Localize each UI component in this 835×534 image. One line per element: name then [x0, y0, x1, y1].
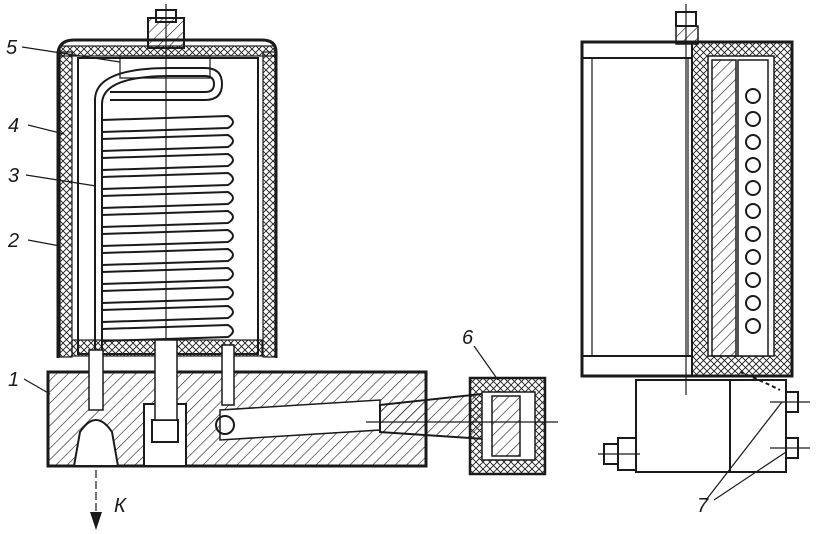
terminal-box-right	[729, 379, 787, 473]
right-side-view	[580, 4, 810, 501]
label-k: К	[114, 495, 127, 517]
coil-section	[745, 134, 761, 150]
label-1: 1	[8, 369, 19, 391]
label-3: 3	[8, 165, 19, 187]
insulation-right	[262, 51, 276, 358]
insulation-left	[59, 51, 73, 358]
coil-section	[745, 226, 761, 242]
coil-turn	[101, 285, 234, 304]
terminal-box	[635, 379, 731, 473]
coil-turn	[101, 266, 234, 285]
coil-section	[745, 318, 761, 334]
label-6: 6	[462, 327, 474, 349]
heating-coil	[94, 67, 234, 350]
coil-turn	[101, 247, 234, 266]
left-section-view	[46, 4, 558, 530]
coil-turn	[101, 171, 234, 190]
label-4: 4	[8, 115, 19, 137]
coil-section	[745, 88, 761, 104]
coil-turn	[101, 133, 234, 152]
label-2: 2	[7, 230, 19, 252]
coil-section	[745, 157, 761, 173]
coil-section	[745, 249, 761, 265]
coil-section	[745, 295, 761, 311]
coil-section	[745, 272, 761, 288]
coil-turn	[101, 228, 234, 247]
coil-turn	[101, 323, 234, 342]
coil-turn	[101, 114, 234, 133]
leader-lines	[21, 46, 499, 395]
coil-turn	[101, 152, 234, 171]
label-5: 5	[6, 37, 18, 59]
coil-section	[745, 180, 761, 196]
coil-section	[745, 203, 761, 219]
label-7: 7	[697, 495, 709, 517]
lid	[56, 38, 278, 358]
coil-turn	[101, 209, 234, 228]
coil-turn	[101, 304, 234, 323]
coil-section	[745, 111, 761, 127]
coil-turn	[101, 190, 234, 209]
